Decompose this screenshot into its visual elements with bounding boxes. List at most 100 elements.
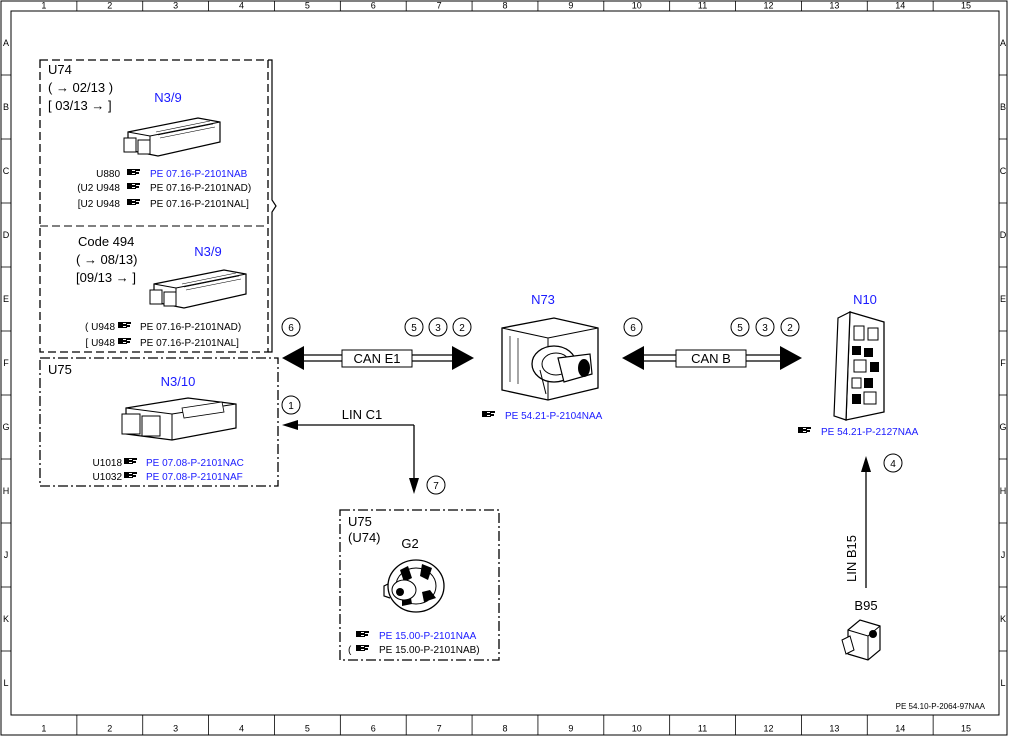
n10-label: N10	[853, 292, 877, 307]
can-e1-label: CAN E1	[354, 351, 401, 366]
n73-ref: PE 54.21-P-2104NAA	[482, 411, 603, 422]
circle-marker: 4	[883, 453, 903, 473]
circle-marker: 2	[452, 317, 472, 337]
lin-c1-label: LIN C1	[342, 407, 382, 422]
ignition-switch-n73-icon	[501, 317, 599, 401]
u74-ref-code-2: [U2 U948	[78, 199, 121, 210]
marker-6-right: 6	[630, 323, 636, 334]
u75-ref-code-1: U1032	[93, 472, 123, 483]
grid-column-label: 14	[895, 724, 905, 734]
lin-b15-bus	[861, 456, 871, 588]
grid-row-label: E	[3, 294, 9, 304]
marker-5-right: 5	[737, 323, 743, 334]
grid-column-label: 1	[41, 1, 46, 11]
grid-row-label: A	[1000, 38, 1006, 48]
grid-row-label: G	[999, 422, 1006, 432]
grid-column-label: 3	[173, 1, 178, 11]
grid-column-label: 4	[239, 724, 244, 734]
grid-row-label: L	[1000, 678, 1005, 688]
pointing-hand-icon	[356, 631, 369, 637]
grid-column-label: 2	[107, 724, 112, 734]
pointing-hand-icon	[118, 322, 131, 328]
grid-row-label: D	[1000, 230, 1007, 240]
marker-3-left: 3	[435, 323, 441, 334]
grid-row-label: K	[1000, 614, 1006, 624]
grid-column-label: 5	[305, 724, 310, 734]
grid-column-label: 2	[107, 1, 112, 11]
u75-ref-doc-1: PE 07.08-P-2101NAF	[146, 472, 243, 483]
grid-row-label: A	[3, 38, 9, 48]
document-ref: PE 54.10-P-2064-97NAA	[896, 702, 986, 711]
n73-label: N73	[531, 292, 555, 307]
pointing-hand-icon	[482, 411, 495, 417]
alternator-g2-icon	[383, 559, 445, 613]
n10-doc: PE 54.21-P-2127NAA	[821, 427, 919, 438]
grid-column-label: 9	[568, 1, 573, 11]
g2-refs: PE 15.00-P-2101NAA ( PE 15.00-P-2101NAB)	[348, 631, 480, 656]
u74-date-range-1: ( → 02/13 )	[48, 80, 113, 95]
n3-10-label: N3/10	[161, 374, 196, 389]
g2-label: G2	[401, 536, 418, 551]
can-e1-bus	[282, 346, 474, 370]
u74-ref-doc-0: PE 07.16-P-2101NAB	[150, 169, 248, 180]
lin-c1-bus	[282, 420, 419, 494]
b95-label: B95	[854, 598, 877, 613]
pointing-hand-icon	[118, 338, 131, 344]
g2-doc-1: PE 15.00-P-2101NAA	[379, 631, 477, 642]
circle-marker: 5	[730, 317, 750, 337]
marker-7: 7	[433, 481, 439, 492]
grid-column-label: 4	[239, 1, 244, 11]
code494-ref-doc-0: PE 07.16-P-2101NAD)	[140, 322, 241, 333]
inner-frame	[10, 10, 1000, 716]
code494-ref-code-1: [ U948	[86, 338, 116, 349]
grid-row-label: B	[1000, 102, 1006, 112]
grid-column-label: 11	[698, 1, 707, 11]
u74-ref-code-0: U880	[96, 169, 120, 180]
marker-1: 1	[288, 401, 294, 412]
marker-3-right: 3	[762, 323, 768, 334]
grid-row-label: L	[3, 678, 8, 688]
ecu-n3-10-icon	[121, 397, 237, 441]
pointing-hand-icon	[124, 458, 137, 464]
grid-column-label: 8	[502, 724, 507, 734]
code494-date-range-2: [09/13 → ]	[76, 270, 136, 285]
grid-column-label: 1	[41, 724, 46, 734]
grid-column-label: 12	[763, 1, 773, 11]
g2-doc-2: PE 15.00-P-2101NAB)	[379, 645, 480, 656]
u74-ref-doc-1: PE 07.16-P-2101NAD)	[150, 183, 251, 194]
g2-variant-2: (U74)	[348, 530, 381, 545]
grid-column-label: 11	[698, 724, 707, 734]
g2-variant-box	[339, 509, 500, 661]
grid-column-label: 15	[961, 1, 971, 11]
grid-row-label: C	[3, 166, 10, 176]
pointing-hand-icon	[127, 183, 140, 189]
grid-row-label: F	[3, 358, 9, 368]
marker-5-left: 5	[411, 323, 417, 334]
pointing-hand-icon	[356, 645, 369, 651]
lin-b15-label: LIN B15	[844, 535, 859, 582]
grid-row-label: J	[1001, 550, 1006, 560]
grid-column-label: 7	[437, 1, 442, 11]
code494-refs: ( U948 PE 07.16-P-2101NAD) [ U948 PE 07.…	[85, 322, 241, 349]
circle-marker: 6	[281, 317, 301, 337]
pointing-hand-icon	[127, 199, 140, 205]
code494-label: Code 494	[78, 234, 134, 249]
n73-doc: PE 54.21-P-2104NAA	[505, 411, 603, 422]
grid-column-label: 14	[895, 1, 905, 11]
u75-refs: U1018 PE 07.08-P-2101NAC U1032 PE 07.08-…	[93, 458, 244, 483]
marker-4: 4	[890, 459, 896, 470]
ecu-n3-9-code494-icon	[149, 269, 247, 309]
grid-row-label: C	[1000, 166, 1007, 176]
grid-row-label: E	[1000, 294, 1006, 304]
grid-column-label: 12	[763, 724, 773, 734]
circle-marker: 2	[780, 317, 800, 337]
grid-row-label: F	[1000, 358, 1006, 368]
g2-doc-2-prefix: (	[348, 645, 352, 656]
grid-row-label: K	[3, 614, 9, 624]
grid-column-label: 13	[829, 1, 839, 11]
n3-9-label-u74: N3/9	[154, 90, 181, 105]
u74-refs: U880 PE 07.16-P-2101NAB (U2 U948 PE 07.1…	[77, 169, 251, 210]
